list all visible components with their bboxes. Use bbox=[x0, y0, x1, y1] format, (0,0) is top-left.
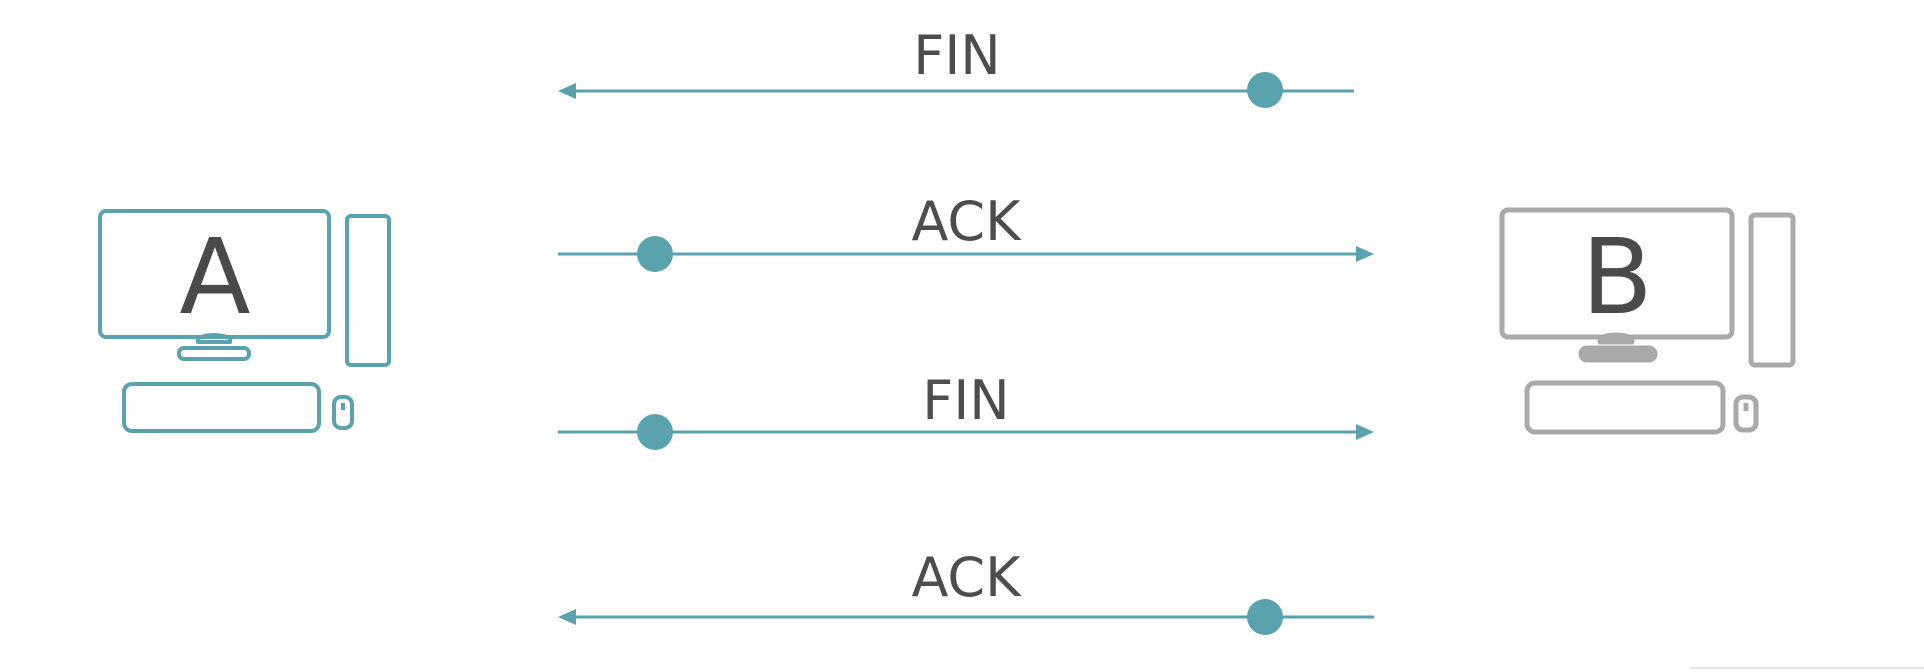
sender-dot bbox=[1247, 599, 1283, 635]
host-b-label: B bbox=[1581, 216, 1652, 338]
arrowhead-right-icon bbox=[1356, 246, 1374, 262]
message-label: FIN bbox=[922, 369, 1009, 432]
message-label: FIN bbox=[913, 24, 1000, 87]
message-fin-to-a: FIN bbox=[558, 24, 1354, 108]
arrowhead-right-icon bbox=[1356, 424, 1374, 440]
host-a-mouse bbox=[332, 395, 354, 430]
sender-dot bbox=[637, 236, 673, 272]
message-label: ACK bbox=[911, 190, 1022, 253]
host-a-base bbox=[177, 346, 251, 361]
host-b-tower bbox=[1748, 212, 1796, 368]
message-ack-to-a: ACK bbox=[558, 546, 1374, 635]
message-ack-to-b: ACK bbox=[558, 190, 1374, 272]
arrowhead-left-icon bbox=[558, 609, 576, 625]
host-a-keyboard bbox=[122, 382, 321, 433]
sender-dot bbox=[637, 414, 673, 450]
host-b-computer: B bbox=[1499, 207, 1796, 435]
host-b-mouse bbox=[1733, 394, 1759, 433]
host-a-computer: A bbox=[98, 209, 391, 433]
host-b-keyboard bbox=[1524, 380, 1726, 435]
host-a-stand bbox=[196, 333, 232, 344]
message-label: ACK bbox=[911, 546, 1022, 609]
host-b-base bbox=[1578, 345, 1658, 363]
host-a-label: A bbox=[179, 216, 250, 338]
message-fin-to-b: FIN bbox=[558, 369, 1374, 450]
arrowhead-left-icon bbox=[558, 83, 576, 99]
bottom-divider bbox=[1690, 667, 1924, 669]
host-b-stand bbox=[1597, 332, 1635, 345]
sender-dot bbox=[1247, 72, 1283, 108]
host-a-tower bbox=[345, 214, 391, 367]
